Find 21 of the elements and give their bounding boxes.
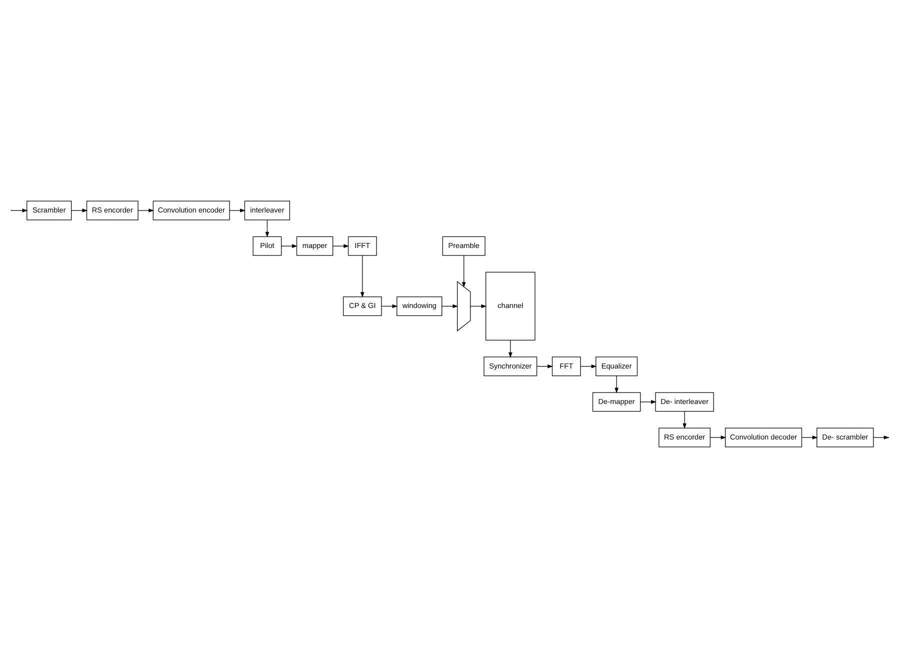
arrow: [508, 340, 512, 358]
arrow: [470, 304, 487, 308]
arrow: [360, 255, 364, 298]
arrow: [265, 220, 270, 238]
arrow: [580, 364, 597, 368]
arrow: [682, 411, 686, 429]
arrow: [710, 436, 726, 440]
arrow: [229, 208, 246, 212]
arrow: [640, 400, 656, 404]
arrow: [873, 436, 890, 440]
arrow: [71, 208, 88, 212]
arrow: [801, 436, 818, 440]
arrow: [11, 208, 28, 212]
arrow: [442, 304, 458, 308]
arrow: [281, 244, 298, 248]
arrow: [381, 304, 398, 308]
arrow: [614, 376, 618, 394]
arrow: [138, 208, 154, 212]
arrow: [536, 364, 554, 368]
arrow: [332, 244, 350, 248]
arrow: [462, 255, 466, 288]
